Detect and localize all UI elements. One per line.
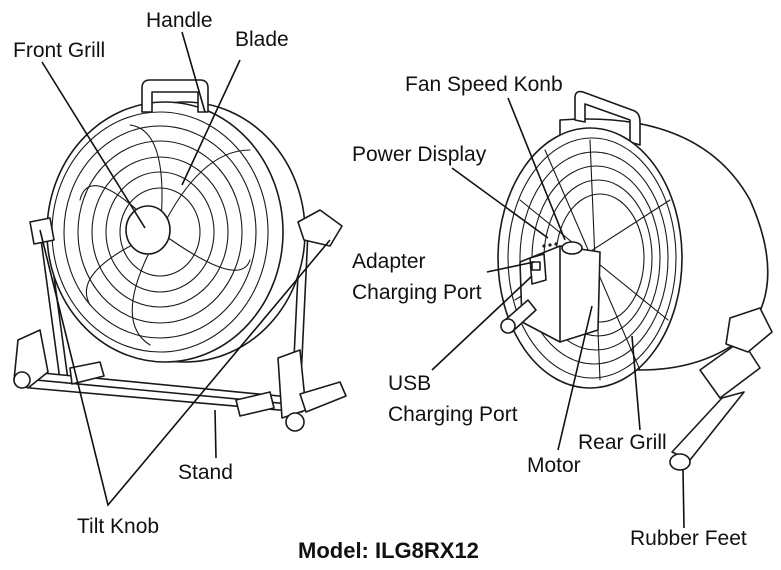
front-fan-illustration: [13, 79, 347, 432]
rubber-foot: [669, 453, 691, 471]
leader-lines: [39, 31, 685, 529]
leader-speed-knob: [507, 97, 566, 241]
rear-handle: [574, 90, 641, 146]
label-fan-speed-knob: Fan Speed Konb: [405, 73, 563, 96]
label-blade: Blade: [235, 28, 289, 51]
label-usb-line2: Charging Port: [388, 403, 518, 426]
leader-tilt-knob: [39, 229, 331, 507]
label-rubber-feet: Rubber Feet: [630, 527, 747, 550]
label-tilt-knob: Tilt Knob: [77, 515, 159, 538]
rear-stand-leg: [671, 391, 745, 461]
front-hub: [125, 205, 171, 255]
rear-tilt-knob: [725, 307, 773, 353]
label-handle: Handle: [146, 9, 213, 32]
leader-usb-port: [431, 275, 533, 371]
label-stand: Stand: [178, 461, 233, 484]
speed-knob: [561, 241, 583, 255]
label-power-display: Power Display: [352, 143, 487, 166]
leader-handle: [181, 31, 206, 113]
label-motor: Motor: [527, 454, 581, 477]
leader-power-display: [451, 167, 549, 239]
leader-rubber-feet: [682, 469, 685, 529]
model-caption: Model: ILG8RX12: [298, 538, 479, 563]
tilt-knob-right: [297, 209, 343, 247]
rear-fan-illustration: [497, 90, 773, 471]
leader-rear-grill: [631, 335, 641, 431]
label-adapter-line2: Charging Port: [352, 281, 482, 304]
leader-front-grill: [41, 61, 146, 229]
label-usb-line1: USB: [388, 372, 431, 395]
leader-stand: [214, 409, 217, 459]
label-rear-grill: Rear Grill: [578, 431, 667, 454]
tilt-knob-left: [29, 217, 55, 245]
leader-blade: [181, 59, 241, 186]
usb-port: [531, 261, 541, 271]
part-labels: Handle Front Grill Blade Stand Tilt Knob…: [13, 9, 747, 563]
label-adapter-line1: Adapter: [352, 250, 426, 273]
rear-stand-bracket: [699, 339, 761, 399]
label-front-grill: Front Grill: [13, 39, 105, 62]
leader-motor: [557, 305, 593, 451]
leader-adapter-port: [486, 261, 535, 273]
front-stand: [13, 231, 347, 432]
